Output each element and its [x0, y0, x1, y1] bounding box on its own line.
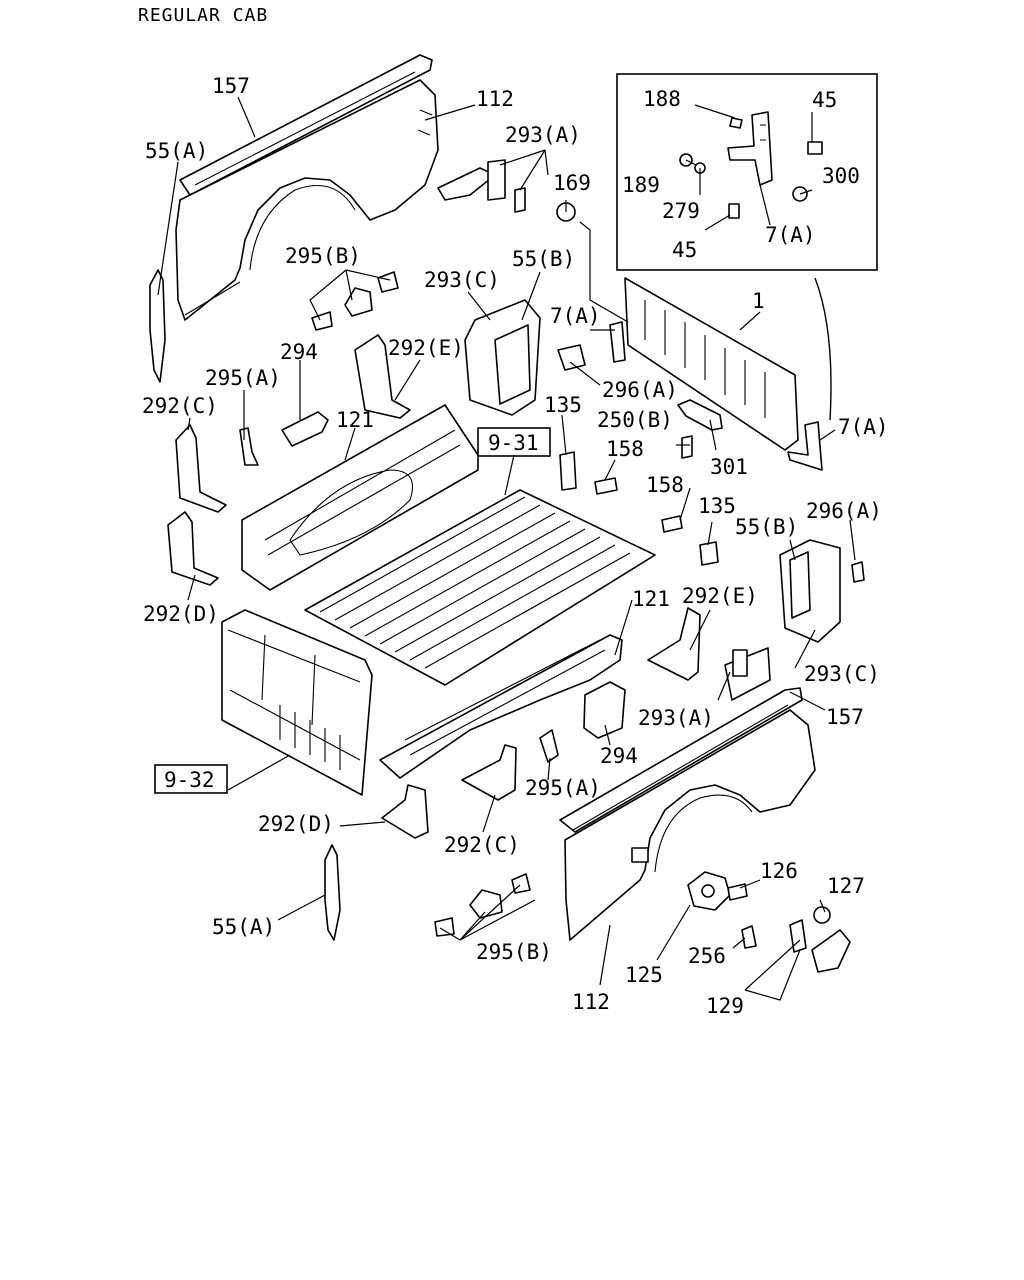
- callout-295a-mid: 295(A): [525, 776, 601, 800]
- callout-158-top: 158: [606, 437, 644, 461]
- callout-129: 129: [706, 994, 744, 1018]
- inset-callout-300: 300: [822, 164, 860, 188]
- callout-292e-mid: 292(E): [682, 584, 758, 608]
- callout-157-right: 157: [826, 705, 864, 729]
- callout-157-top: 157: [212, 74, 250, 98]
- diagram-title: REGULAR CAB: [138, 5, 268, 26]
- fuel-lid: [811, 929, 851, 973]
- inset-callout-7a: 7(A): [765, 223, 816, 247]
- callout-169: 169: [553, 171, 591, 195]
- callout-292e-top: 292(E): [388, 336, 464, 360]
- callout-158-mid: 158: [646, 473, 684, 497]
- callout-7a-right: 7(A): [838, 415, 889, 439]
- bed-front-panel: [241, 404, 479, 591]
- rear-fender-left: [175, 54, 439, 321]
- callout-135-top: 135: [544, 393, 582, 417]
- callout-55a-top: 55(A): [145, 139, 208, 163]
- callout-294-top: 294: [280, 340, 318, 364]
- inset-callouts: 188 45 189 300 279 7(A) 45: [622, 87, 860, 262]
- cab-rear-panel: [221, 609, 373, 796]
- inset-callout-45-bottom: 45: [672, 238, 697, 262]
- callout-301: 301: [710, 455, 748, 479]
- callout-121-top: 121: [336, 408, 374, 432]
- callout-292d-mid: 292(D): [258, 812, 334, 836]
- inset-callout-188: 188: [643, 87, 681, 111]
- rear-fender-right: [559, 687, 816, 941]
- callout-250b: 250(B): [597, 408, 673, 432]
- callout-296a-right: 296(A): [806, 499, 882, 523]
- callout-127: 127: [827, 874, 865, 898]
- side-strip-55a-top: [149, 269, 166, 383]
- callout-295a-top: 295(A): [205, 366, 281, 390]
- ref-box-9-32-frame: [154, 764, 228, 794]
- callout-294-mid: 294: [600, 744, 638, 768]
- hinge-detail-inset: [616, 73, 878, 271]
- hinge-7a-right: [787, 421, 823, 471]
- brackets: [167, 159, 865, 953]
- bed-side-inner-panel: [379, 634, 623, 779]
- callout-121-mid: 121: [632, 587, 670, 611]
- callout-293a-top: 293(A): [505, 123, 581, 147]
- callout-135-mid: 135: [698, 494, 736, 518]
- callout-55a-bottom: 55(A): [212, 915, 275, 939]
- tailgate: [624, 277, 832, 451]
- inset-callout-279: 279: [662, 199, 700, 223]
- callout-293c-top: 293(C): [424, 268, 500, 292]
- callout-293a-mid: 293(A): [638, 706, 714, 730]
- callout-292d-left: 292(D): [143, 602, 219, 626]
- callout-292c-top: 292(C): [142, 394, 218, 418]
- inset-hinge-parts: [679, 111, 823, 219]
- callout-296a-top: 296(A): [602, 378, 678, 402]
- callout-1: 1: [752, 289, 765, 313]
- callout-293c-right: 293(C): [804, 662, 880, 686]
- callout-112-bottom: 112: [572, 990, 610, 1014]
- ref-box-9-31[interactable]: 9-31: [488, 431, 539, 455]
- leader-lines: [157, 96, 856, 1001]
- callout-55b-top: 55(B): [512, 247, 575, 271]
- ref-box-9-32[interactable]: 9-32: [164, 768, 215, 792]
- callout-295b-bottom: 295(B): [476, 940, 552, 964]
- bed-floor: [304, 489, 656, 686]
- callout-126: 126: [760, 859, 798, 883]
- callout-55b-right: 55(B): [735, 515, 798, 539]
- callout-125: 125: [625, 963, 663, 987]
- hinge-7a-mid: [609, 321, 626, 363]
- callout-7a-mid: 7(A): [550, 304, 601, 328]
- callout-112-top: 112: [476, 87, 514, 111]
- callout-295b-top: 295(B): [285, 244, 361, 268]
- callout-256: 256: [688, 944, 726, 968]
- callout-292c-mid: 292(C): [444, 833, 520, 857]
- inset-callout-189: 189: [622, 173, 660, 197]
- callouts: 157 112 293(A) 55(A) 169 295(B) 55(B) 29…: [142, 74, 889, 1018]
- inset-callout-45-top: 45: [812, 88, 837, 112]
